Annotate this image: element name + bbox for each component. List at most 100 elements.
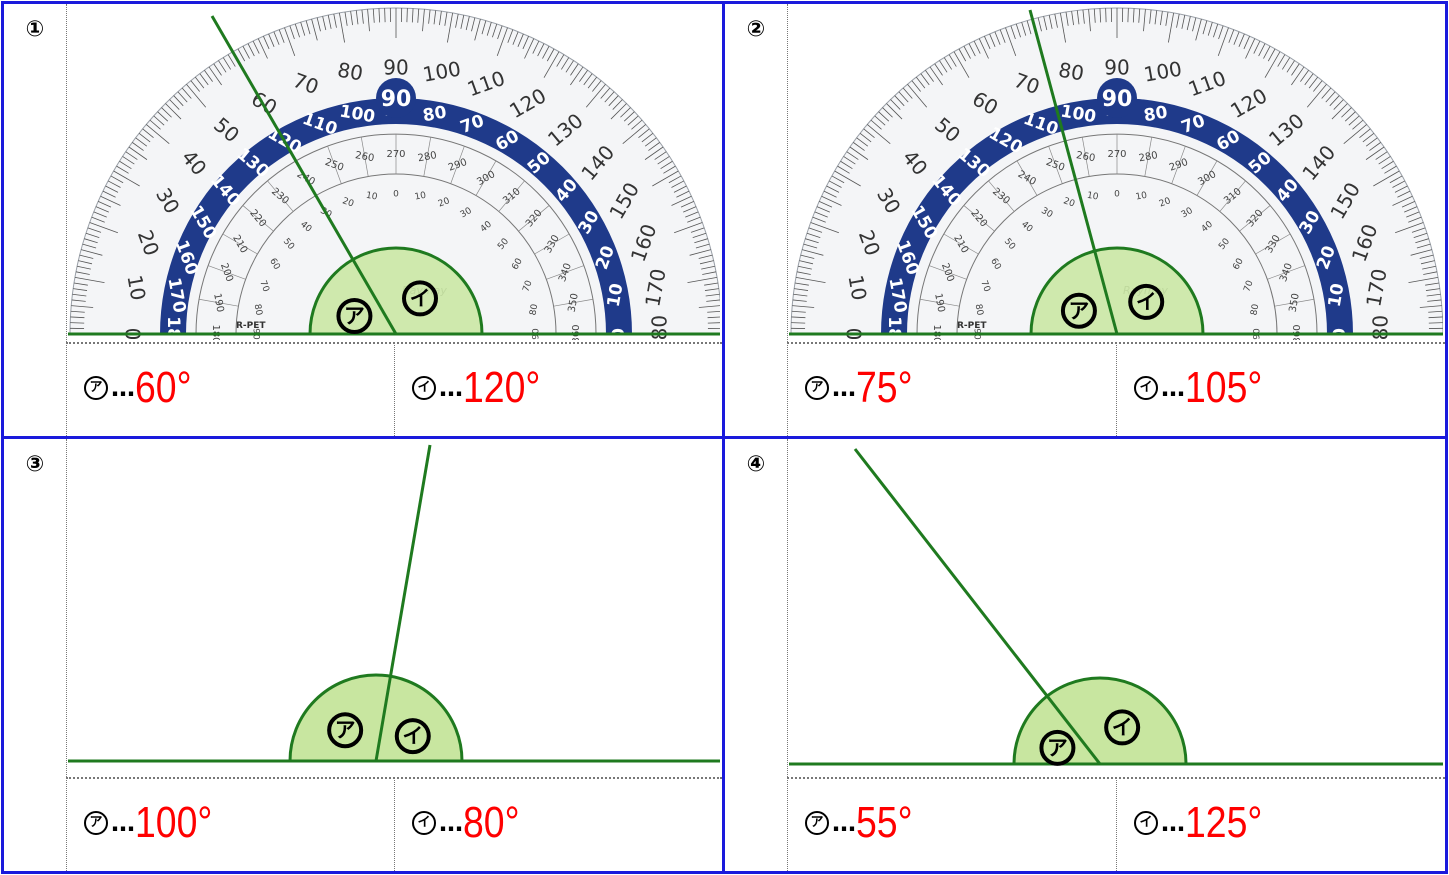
svg-text:20: 20 [341, 196, 355, 209]
angle-a-label: ア [335, 718, 356, 742]
answer-b: イ…105° [1116, 340, 1445, 436]
angle-figure: 0102030405060708090100110120130140150160… [68, 7, 720, 340]
protractor-body [69, 7, 720, 335]
answer-dots: … [1161, 809, 1185, 837]
svg-text:10: 10 [604, 282, 628, 309]
svg-text:190: 190 [211, 292, 225, 313]
answer-a: ア…60° [66, 340, 394, 436]
svg-text:350: 350 [1288, 292, 1302, 313]
angle-figure: アイ [68, 444, 720, 763]
answer-b: イ…80° [394, 775, 722, 871]
angle-ray [374, 444, 432, 762]
svg-text:80: 80 [421, 102, 448, 126]
svg-text:20: 20 [1062, 196, 1076, 209]
svg-text:270: 270 [1107, 149, 1126, 160]
svg-text:80: 80 [973, 303, 985, 316]
svg-text:80: 80 [1057, 58, 1086, 86]
answer-a-value: 55° [856, 798, 913, 847]
answer-dots: … [111, 809, 135, 837]
answer-dots: … [111, 374, 135, 402]
angle-a-label-ring [1039, 729, 1076, 766]
answer-a-symbol: ア [84, 376, 108, 400]
answer-dots: … [832, 374, 856, 402]
angle-ray [210, 15, 398, 335]
protractor-blue-ring [881, 98, 1353, 334]
answer-b: イ…125° [1116, 775, 1445, 871]
answer-dots: … [439, 374, 463, 402]
svg-text:180: 180 [163, 316, 183, 340]
answer-a-value: 60° [135, 363, 192, 412]
svg-text:10: 10 [1135, 191, 1148, 203]
svg-text:190: 190 [932, 292, 946, 313]
answer-b-symbol: イ [1134, 811, 1158, 835]
angle-b-label-ring [394, 718, 431, 755]
protractor-mark: R-PET [957, 321, 987, 331]
answer-b: イ…120° [394, 340, 722, 436]
svg-text:270: 270 [386, 149, 405, 160]
svg-text:260: 260 [354, 150, 375, 164]
answer-a: ア…55° [787, 775, 1116, 871]
angle-b-label-ring [1104, 709, 1141, 746]
angle-a-label: ア [1069, 299, 1090, 323]
answer-b-symbol: イ [412, 376, 436, 400]
svg-text:350: 350 [567, 292, 581, 313]
answer-a-value: 100° [135, 798, 213, 847]
answer-column-divider [394, 777, 395, 871]
angle-arc [308, 246, 484, 336]
problem-cell-2: ②010203040506070809010011012013014015016… [725, 4, 1445, 436]
answer-b-value: 105° [1185, 363, 1263, 412]
problem-number: ④ [746, 451, 766, 477]
answer-b-symbol: イ [1134, 376, 1158, 400]
answer-dots: … [1161, 374, 1185, 402]
svg-text:10: 10 [843, 273, 871, 302]
svg-text:280: 280 [417, 150, 438, 164]
svg-text:70: 70 [1242, 279, 1255, 293]
protractor-90-badge [376, 78, 416, 118]
svg-text:180: 180 [210, 324, 221, 340]
svg-text:10: 10 [1086, 191, 1099, 203]
angle-a-label-ring [327, 712, 364, 749]
answer-dots: … [439, 809, 463, 837]
svg-text:180: 180 [648, 315, 672, 340]
answer-a-symbol: ア [805, 376, 829, 400]
svg-text:180: 180 [931, 324, 942, 340]
angle-arc [1012, 676, 1188, 766]
svg-text:90: 90 [381, 87, 412, 112]
svg-text:80: 80 [336, 58, 365, 86]
protractor-90-badge [1097, 78, 1137, 118]
svg-text:0: 0 [393, 190, 399, 200]
svg-text:80: 80 [252, 303, 264, 316]
angle-b-label: イ [1136, 290, 1157, 314]
middle-divider [1, 436, 1448, 439]
answer-b-value: 125° [1185, 798, 1263, 847]
answer-column-divider [394, 342, 395, 436]
protractor: 0102030405060708090100110120130140150160… [69, 7, 720, 340]
svg-text:70: 70 [978, 279, 991, 293]
answer-b-symbol: イ [412, 811, 436, 835]
svg-text:90: 90 [383, 56, 408, 80]
svg-text:90: 90 [1104, 56, 1129, 80]
problem-cell-1: ①010203040506070809010011012013014015016… [4, 4, 722, 436]
answer-b-value: 80° [463, 798, 520, 847]
answer-dots: … [832, 809, 856, 837]
svg-text:20: 20 [437, 196, 451, 209]
svg-text:360: 360 [1292, 324, 1303, 340]
svg-text:10: 10 [365, 191, 378, 203]
number-column-divider [787, 4, 788, 436]
answer-column-divider [1116, 777, 1117, 871]
answer-a-symbol: ア [84, 811, 108, 835]
angle-b-label: イ [410, 286, 431, 310]
svg-text:260: 260 [1075, 150, 1096, 164]
svg-text:180: 180 [1369, 315, 1393, 340]
angle-b-label: イ [1112, 715, 1133, 739]
svg-text:280: 280 [1138, 150, 1159, 164]
angle-b-label-ring [1128, 283, 1165, 320]
svg-text:180: 180 [884, 316, 904, 340]
problem-number: ① [25, 16, 45, 42]
svg-text:10: 10 [414, 191, 427, 203]
angle-arc [288, 673, 464, 763]
angle-figure: アイ [789, 448, 1443, 766]
number-column-divider [66, 4, 67, 436]
svg-text:70: 70 [521, 279, 534, 293]
